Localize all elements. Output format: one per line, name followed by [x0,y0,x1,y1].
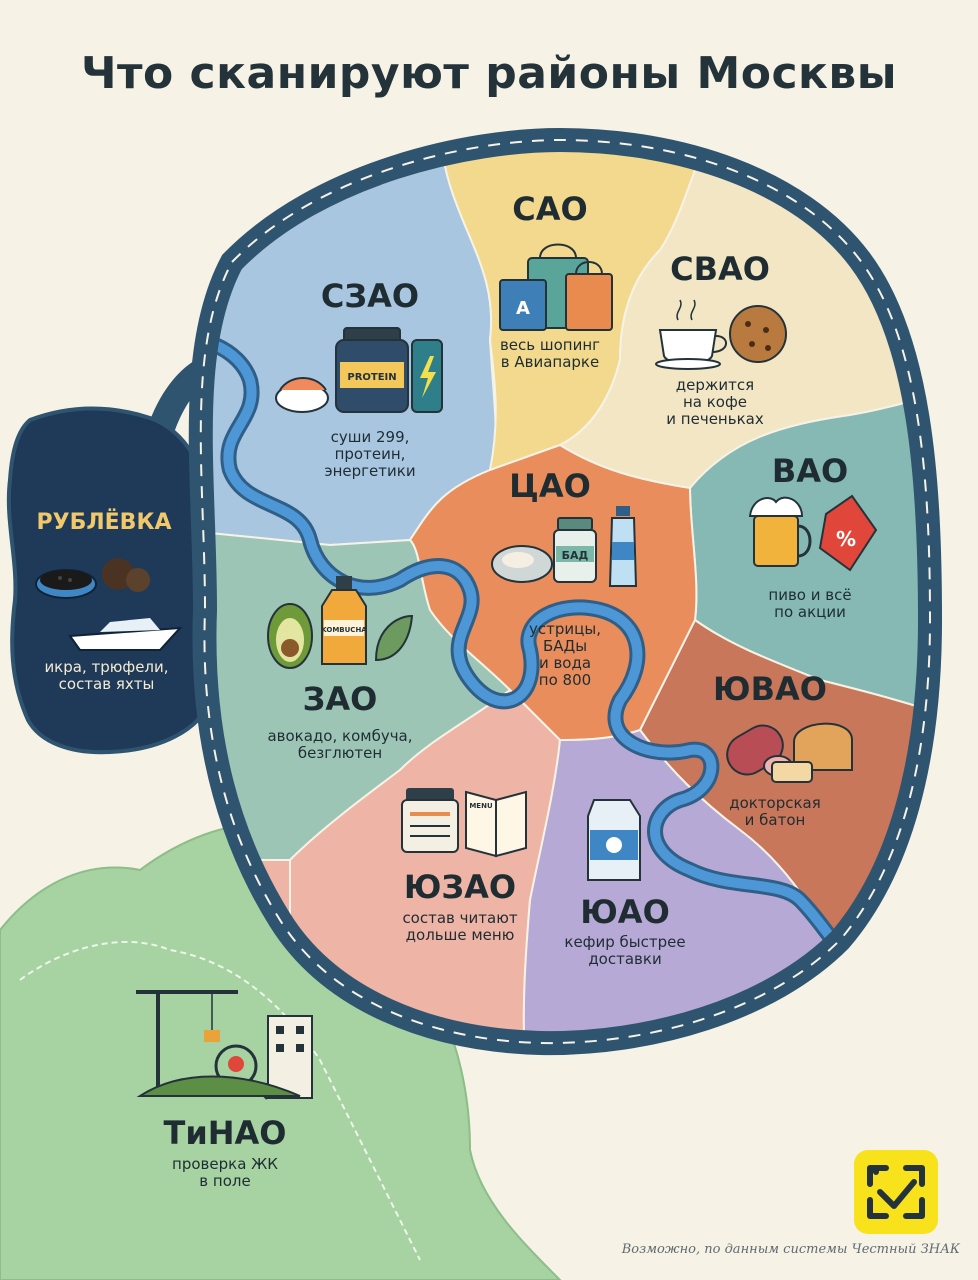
fields-icon [136,1075,301,1097]
moskva-river-inner [200,332,855,965]
shopping-bags-icon: A [499,243,613,331]
leaf-icon [374,614,414,662]
sushi-icon [275,377,329,413]
water-bottle-icon [608,506,638,587]
sao-caption: весь шопинг в Авиапарке [499,336,601,371]
footnote: Возможно, по данным системы Честный ЗНАК [621,1242,960,1257]
yuao-name: ЮАО [580,893,670,931]
beer-mug-icon [748,496,812,567]
bread-loaf-icon [771,722,853,783]
svg-text:%: % [836,527,856,551]
chestny-znak-logo [854,1150,938,1234]
svao-name: СВАО [670,250,770,288]
kombucha-bottle-icon: KOMBUCHA [321,576,367,665]
yuzao-caption: состав читают дольше меню [402,909,518,944]
kombucha-label: KOMBUCHA [321,626,367,634]
zao-caption: авокадо, комбуча, безглютен [267,727,413,762]
supplement-jar-icon: БАД [553,517,597,583]
tinao-name: ТиНАО [163,1114,287,1152]
menu-label: MENU [469,802,493,810]
energy-drink-icon [411,339,443,413]
tinao-caption: проверка ЖК в поле [172,1155,278,1190]
tinao-boundary [19,941,421,1261]
sao-name: САО [512,190,588,228]
cao-name: ЦАО [509,467,591,505]
yuao-caption: кефир быстрее доставки [564,933,686,968]
protein-jar-icon: PROTEIN [335,327,409,413]
szao-name: СЗАО [320,277,420,315]
protein-label: PROTEIN [347,372,396,383]
truffle-icon [102,558,150,592]
apartment-building-icon [267,1015,313,1099]
discount-tag-icon: % [818,494,878,572]
cao-caption: устрицы, БАДы и вода по 800 [529,620,601,689]
bad-label: БАД [562,549,589,562]
avocado-icon [267,603,313,669]
construction-crane-icon [136,990,238,1096]
checkmark-icon [867,1165,925,1219]
svao-caption: держится на кофе и печеньках [666,376,764,428]
menu-book-icon: MENU [465,790,527,858]
svg-text:A: A [516,298,530,319]
mkad-lane-marks [199,138,932,1045]
caviar-tin-icon [35,569,97,599]
vao-caption: пиво и всё по акции [768,586,852,621]
yuvao-name: ЮВАО [713,670,827,708]
rublevka-caption: икра, трюфели, состав яхты [44,658,169,693]
szao-caption: суши 299, протеин, энергетики [324,428,416,480]
page-title: Что сканируют районы Москвы [80,48,898,99]
oyster-icon [491,545,553,583]
nutrition-label-jar-icon [401,788,459,853]
yuzao-name: ЮЗАО [403,868,517,906]
kefir-carton-icon [587,799,641,881]
yacht-icon [68,618,183,651]
coffee-cup-icon [655,299,727,370]
rublevka-name: РУБЛЁВКА [36,510,172,535]
cookie-icon [729,305,787,363]
zao-name: ЗАО [302,680,378,718]
vao-name: ВАО [771,452,849,490]
yuvao-caption: докторская и батон [729,794,821,829]
